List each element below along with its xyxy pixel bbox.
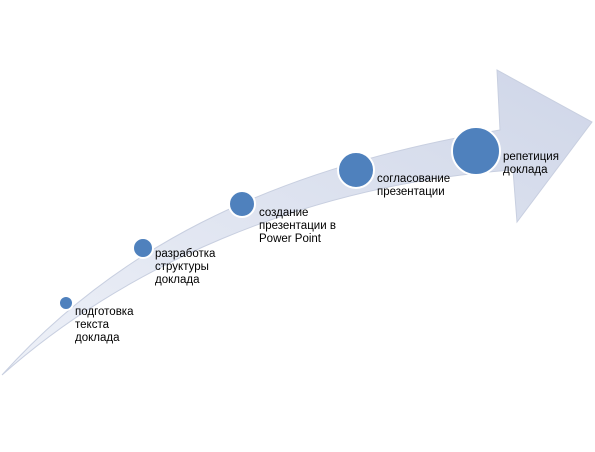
curved-arrow: [1, 69, 593, 376]
step-label-3: создание презентации в Power Point: [259, 207, 336, 245]
step-label-5: репетиция доклада: [503, 151, 559, 176]
step-bullet-4: [337, 151, 375, 189]
step-label-2: разработка структуры доклада: [155, 248, 216, 286]
step-label-4: согласование презентации: [377, 173, 451, 198]
step-bullet-2: [132, 237, 154, 259]
step-bullet-5: [451, 126, 501, 176]
step-bullet-1: [58, 295, 74, 311]
step-label-1: подготовка текста доклада: [75, 306, 134, 344]
step-bullet-3: [228, 190, 256, 218]
